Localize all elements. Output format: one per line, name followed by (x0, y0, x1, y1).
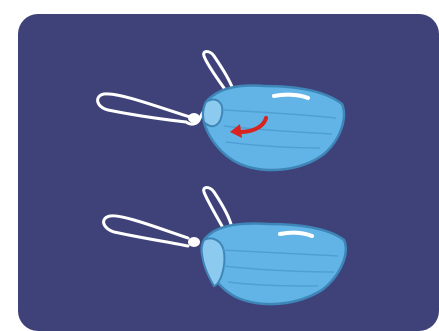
mask-illustration (18, 14, 439, 331)
ear-loop-knot (188, 113, 200, 123)
mask-fold-left (203, 100, 222, 127)
illustration-panel (18, 14, 439, 331)
ear-loop-knot (188, 237, 200, 247)
